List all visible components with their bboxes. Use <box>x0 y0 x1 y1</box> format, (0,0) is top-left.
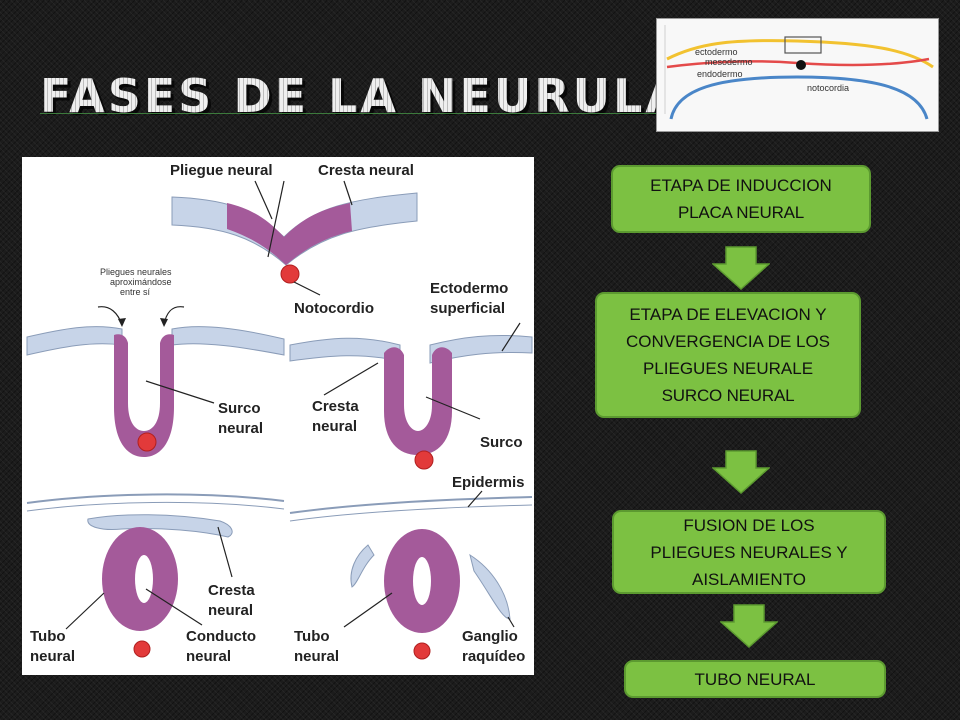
step-fusion-line1: FUSION DE LOS <box>683 515 815 535</box>
step-elevacion: ETAPA DE ELEVACION Y CONVERGENCIA DE LOS… <box>595 292 861 418</box>
arrow-down-1 <box>712 246 770 290</box>
label-cresta-neural-bot-1: Cresta <box>208 582 255 599</box>
label-pliegues-aprox-2: aproximándose <box>110 277 172 287</box>
label-tubo-neural-l-2: neural <box>30 648 75 665</box>
stage-neural-tube-right: Epidermis Tubo neural Ganglio raquídeo <box>289 474 533 665</box>
label-cresta-neural-mid-2: neural <box>312 418 357 435</box>
step-elevacion-line4: SURCO NEURAL <box>661 386 795 405</box>
stage-neural-groove-right: Ectodermo superficial Cresta neural Surc… <box>289 280 533 470</box>
germ-layers-drawing: ectodermo mesodermo endodermo notocordia <box>657 19 938 131</box>
label-surco-neural-1: Surco <box>218 400 261 417</box>
step-fusion-line2: PLIEGUES NEURALES Y <box>650 542 848 562</box>
label-tubo-neural-l-1: Tubo <box>30 628 66 645</box>
label-tubo-neural-r-1: Tubo <box>294 628 330 645</box>
thumb-label-notocordia: notocordia <box>807 83 849 93</box>
thumb-label-ectodermo: ectodermo <box>695 47 738 57</box>
notochord-1 <box>280 264 300 284</box>
notochord-5 <box>413 642 431 660</box>
step-elevacion-line3: PLIEGUES NEURALE <box>642 359 814 378</box>
label-ganglio-2: raquídeo <box>462 648 525 665</box>
neurulation-drawing: Pliegue neural Cresta neural Notocordio … <box>22 157 534 675</box>
germ-layers-thumbnail: ectodermo mesodermo endodermo notocordia <box>656 18 939 132</box>
step-induccion-line2: PLACA NEURAL <box>677 203 805 222</box>
label-tubo-neural-r-2: neural <box>294 648 339 665</box>
step-tubo-neural: TUBO NEURAL <box>624 660 886 698</box>
notochord-3 <box>414 450 434 470</box>
label-ganglio-1: Ganglio <box>462 628 518 645</box>
label-cresta-neural-bot-2: neural <box>208 602 253 619</box>
label-surco: Surco <box>480 434 523 451</box>
thumb-label-mesodermo: mesodermo <box>705 57 753 67</box>
label-pliegues-aprox-3: entre sí <box>120 287 151 297</box>
label-conducto-neural-1: Conducto <box>186 628 256 645</box>
step-tubo-neural-line1: TUBO NEURAL <box>694 669 816 689</box>
label-notocordio: Notocordio <box>294 300 374 317</box>
step-elevacion-line2: CONVERGENCIA DE LOS <box>625 332 831 351</box>
label-cresta-neural-mid-1: Cresta <box>312 398 359 415</box>
stage-neural-tube-left: Cresta neural Tubo neural Conducto neura… <box>26 493 285 665</box>
notochord-2 <box>137 432 157 452</box>
step-elevacion-line1: ETAPA DE ELEVACION Y <box>629 305 827 324</box>
label-cresta-neural-top: Cresta neural <box>318 162 414 179</box>
stage-neural-groove-left: Pliegues neurales aproximándose entre sí… <box>26 267 285 457</box>
arrow-down-3 <box>720 604 778 648</box>
step-fusion-line3: AISLAMIENTO <box>692 569 806 589</box>
label-pliegues-aprox-1: Pliegues neurales <box>100 267 172 277</box>
label-surco-neural-2: neural <box>218 420 263 437</box>
title-underline <box>40 113 920 114</box>
stage-neural-plate: Pliegue neural Cresta neural Notocordio <box>170 162 418 317</box>
label-ectodermo-1: Ectodermo <box>430 280 508 297</box>
arrow-down-2 <box>712 450 770 494</box>
neurulation-figure: Pliegue neural Cresta neural Notocordio … <box>22 157 534 675</box>
notochord-4 <box>133 640 151 658</box>
label-conducto-neural-2: neural <box>186 648 231 665</box>
label-pliegue-neural: Pliegue neural <box>170 162 273 179</box>
step-induccion-line1: ETAPA DE INDUCCION <box>650 176 832 195</box>
step-fusion: FUSION DE LOS PLIEGUES NEURALES Y AISLAM… <box>612 510 886 594</box>
step-induccion: ETAPA DE INDUCCION PLACA NEURAL <box>611 165 871 233</box>
label-ectodermo-2: superficial <box>430 300 505 317</box>
label-epidermis: Epidermis <box>452 474 525 491</box>
thumb-label-endodermo: endodermo <box>697 69 743 79</box>
